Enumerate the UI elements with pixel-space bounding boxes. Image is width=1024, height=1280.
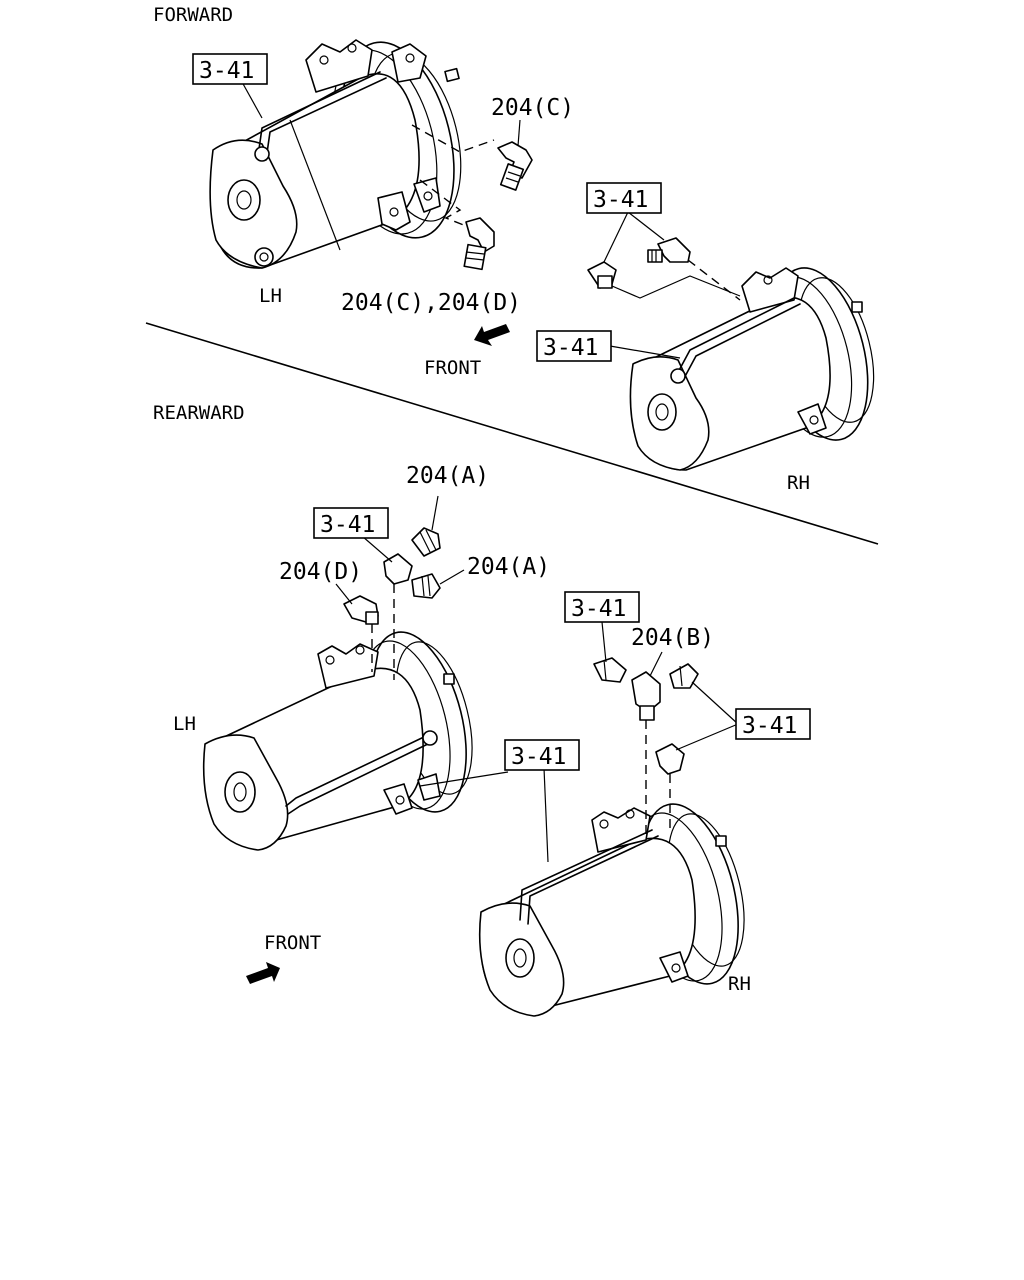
dash-upper-rh bbox=[687, 259, 741, 301]
fitting-204a-right bbox=[411, 573, 441, 599]
callout-c12: 3-41 bbox=[511, 744, 566, 770]
section-divider bbox=[145, 322, 879, 545]
callout-c4: 3-41 bbox=[593, 187, 648, 213]
callout-c8: 204(D) bbox=[279, 559, 362, 585]
callout-box-c10 bbox=[564, 591, 640, 623]
side-lh-upper: LH bbox=[259, 285, 282, 307]
callout-c10: 3-41 bbox=[571, 596, 626, 622]
dash-upper-2 bbox=[419, 179, 467, 227]
callout-c7: 3-41 bbox=[320, 512, 375, 538]
front-arrow-upper bbox=[474, 324, 510, 346]
callout-c2: 204(C) bbox=[491, 95, 574, 121]
fitting-elbow-lower-rh bbox=[655, 743, 685, 775]
callout-box-c7 bbox=[313, 507, 389, 539]
fitting-204d-lower bbox=[343, 595, 379, 625]
leader-c5 bbox=[609, 345, 681, 359]
callout-box-c1 bbox=[192, 53, 268, 85]
leader-c4a bbox=[603, 211, 629, 263]
callout-box-c12 bbox=[504, 739, 580, 771]
fitting-lower-rh-left bbox=[593, 657, 627, 683]
leader-c11 bbox=[649, 651, 663, 677]
callout-c13: 3-41 bbox=[742, 713, 797, 739]
front-label-lower: FRONT bbox=[264, 932, 321, 954]
fitting-204a-top bbox=[411, 527, 441, 557]
front-label-upper: FRONT bbox=[424, 357, 481, 379]
leader-c2 bbox=[517, 119, 521, 147]
fitting-tee-204b bbox=[631, 671, 661, 721]
rearward-title: REARWARD bbox=[153, 402, 245, 424]
leader-c9 bbox=[439, 569, 465, 585]
leader-c13b bbox=[675, 723, 739, 751]
fitting-elbow-204cd-upper bbox=[463, 217, 495, 271]
side-rh-lower: RH bbox=[728, 973, 751, 995]
leader-c12 bbox=[419, 771, 509, 787]
fitting-elbow-204c-upper bbox=[497, 141, 533, 191]
side-rh-upper: RH bbox=[787, 472, 810, 494]
callout-c11: 204(B) bbox=[631, 625, 714, 651]
dash-upper-1 bbox=[411, 124, 495, 153]
tank-lower-rh bbox=[478, 803, 745, 1017]
callout-box-c13 bbox=[735, 708, 811, 740]
tank-upper-lh bbox=[209, 39, 462, 269]
leader-c10 bbox=[601, 621, 607, 663]
side-lh-lower: LH bbox=[173, 713, 196, 735]
callout-c5: 3-41 bbox=[543, 335, 598, 361]
pipe-upper-rh bbox=[611, 275, 741, 299]
callout-box-c4 bbox=[586, 182, 662, 214]
fitting-tee-upper-rh bbox=[647, 237, 691, 263]
leader-c13a bbox=[691, 681, 739, 725]
leader-c8 bbox=[335, 583, 353, 605]
tank-lower-lh bbox=[202, 631, 473, 851]
callout-c9: 204(A) bbox=[467, 554, 550, 580]
callout-c1: 3-41 bbox=[199, 58, 254, 84]
callout-box-c5 bbox=[536, 330, 612, 362]
tank-upper-rh bbox=[629, 267, 875, 471]
leader-c12b bbox=[543, 767, 549, 863]
front-arrow-lower bbox=[246, 962, 280, 984]
leader-c6 bbox=[431, 495, 439, 531]
leader-c4b bbox=[627, 211, 665, 241]
callout-c6: 204(A) bbox=[406, 463, 489, 489]
fitting-elbow-upper-rh bbox=[587, 261, 617, 289]
leader-c7 bbox=[361, 535, 393, 563]
leader-c1 bbox=[241, 81, 263, 119]
callout-c3: 204(C),204(D) bbox=[341, 290, 521, 316]
forward-title: FORWARD bbox=[153, 4, 233, 26]
fitting-lower-rh-right bbox=[669, 663, 699, 689]
